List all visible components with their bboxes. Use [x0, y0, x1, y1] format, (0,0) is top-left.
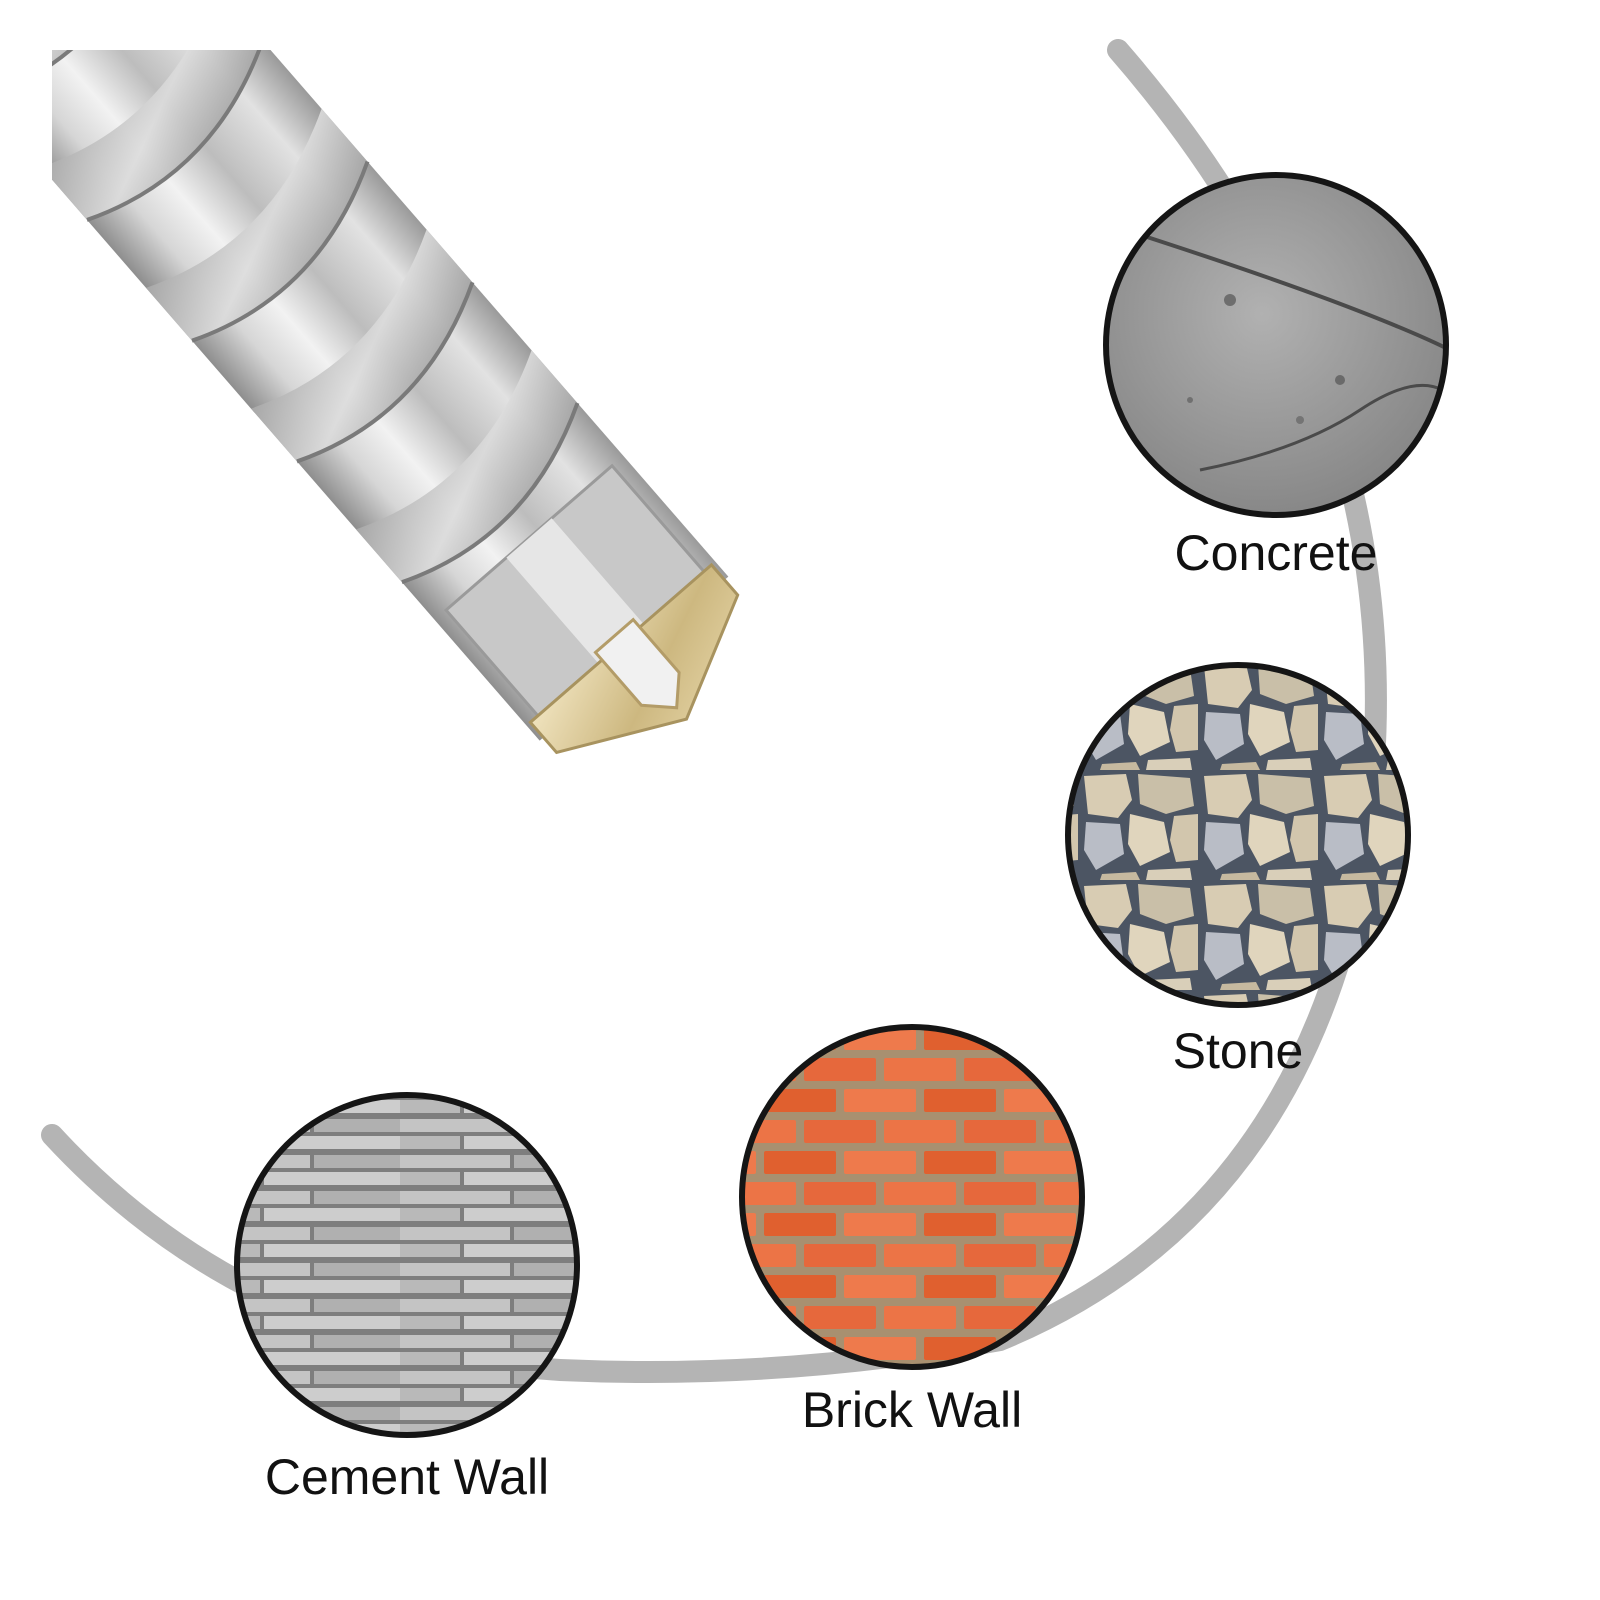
stone-wall-texture-icon [1065, 662, 1411, 1008]
concrete-texture-icon [1103, 172, 1449, 518]
label-stone: Stone [1172, 1023, 1304, 1079]
label-concrete: Concrete [1174, 525, 1378, 581]
masonry-drill-bit-icon [52, 50, 740, 755]
label-brick-wall: Brick Wall [801, 1382, 1023, 1438]
cement-wall-texture-icon [234, 1092, 580, 1438]
brick-wall-texture-icon [739, 1024, 1085, 1370]
label-cement-wall: Cement Wall [264, 1449, 550, 1505]
